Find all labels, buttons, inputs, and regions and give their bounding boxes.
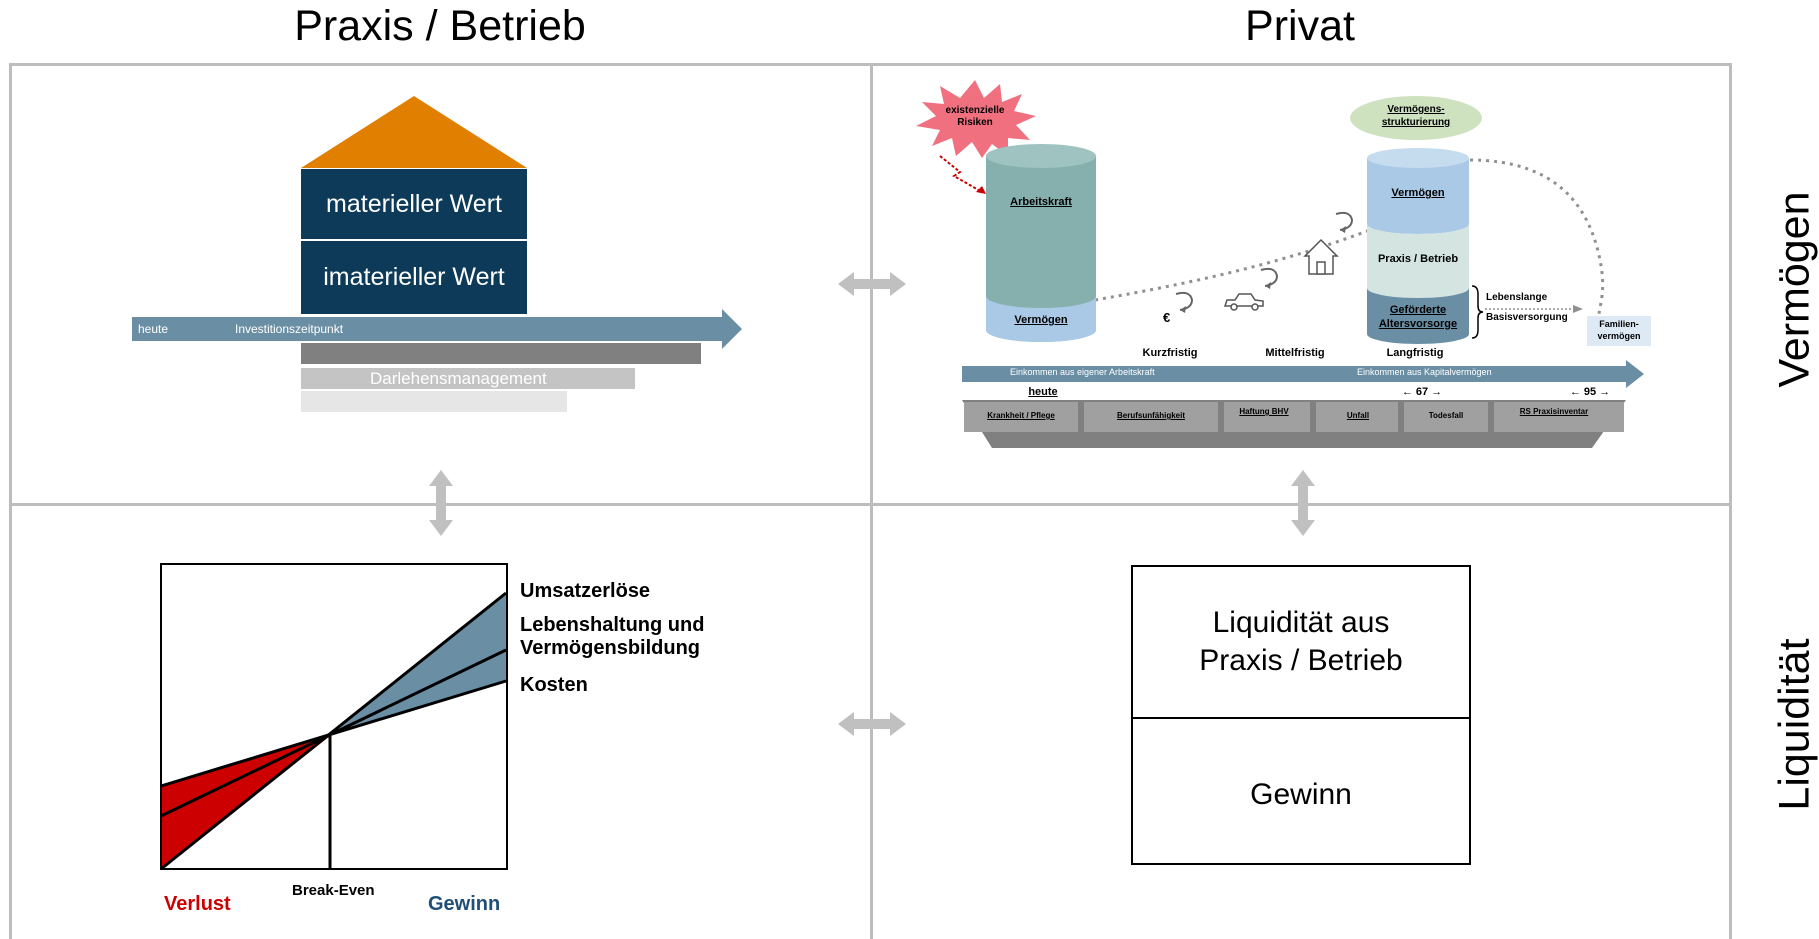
living-label-line2: Vermögensbildung — [520, 637, 701, 659]
structuring-ellipse — [1350, 96, 1482, 140]
family-assets-line1: Familien- — [1599, 319, 1639, 329]
risk-cell-accident — [1316, 402, 1398, 432]
column-title-practice: Praxis / Betrieb — [294, 2, 586, 50]
double-arrow-horizontal-bottom — [838, 712, 906, 736]
risk-cell-death — [1404, 402, 1488, 432]
home-cycle-icon — [1335, 211, 1354, 233]
structuring-label-line2: strukturierung — [1381, 117, 1451, 128]
risk-cell-inventory — [1494, 402, 1624, 432]
double-arrow-horizontal-top — [838, 272, 906, 296]
long-term-label: Langfristig — [1386, 347, 1444, 359]
risk-inventory-label: RS Praxisinventar — [1519, 407, 1589, 416]
car-cycle-icon — [1260, 267, 1279, 289]
breakeven-label: Break-Even — [292, 882, 375, 899]
right-assets-label: Vermögen — [1391, 187, 1445, 199]
timeline-start-label: heute — [138, 322, 169, 336]
mid-term-label: Mittelfristig — [1265, 347, 1325, 359]
pension-label-line2: Altersvorsorge — [1378, 318, 1458, 330]
chart-frame — [160, 563, 508, 870]
euro-symbol: € — [1163, 310, 1171, 325]
double-arrow-vertical-left — [429, 470, 453, 536]
loan-bar-3 — [301, 391, 567, 412]
house-roof — [301, 96, 527, 168]
income-timeline-arrow — [962, 360, 1644, 388]
risk-accident-label: Unfall — [1346, 411, 1370, 420]
risk-liability-label: Haftung BHV — [1239, 407, 1289, 416]
structuring-label-line1: Vermögens- — [1387, 104, 1445, 115]
risk-burst-icon — [916, 80, 1036, 158]
double-arrow-vertical-right — [1291, 470, 1315, 536]
today-label: heute — [1028, 386, 1058, 398]
liquidity-source-line2: Praxis / Betrieb — [1199, 644, 1403, 677]
column-title-private: Privat — [1245, 2, 1355, 50]
immaterial-value-block: imaterieller Wert — [301, 241, 527, 314]
risk-death-label: Todesfall — [1428, 411, 1464, 420]
left-assets-label: Vermögen — [1014, 314, 1068, 326]
material-value-block: materieller Wert — [301, 169, 527, 239]
grid-divider-vertical — [870, 63, 873, 939]
risk-arrow — [939, 155, 986, 194]
labor-cylinder — [986, 144, 1096, 342]
material-value-label: materieller Wert — [326, 189, 502, 218]
grid-frame-right — [1729, 63, 1732, 939]
loan-management-label: Darlehensmanagement — [370, 369, 547, 388]
home-icon — [1303, 238, 1339, 275]
costs-label: Kosten — [520, 674, 588, 696]
lifelong-arrow — [1485, 305, 1583, 313]
loss-label: Verlust — [164, 893, 231, 915]
car-icon — [1223, 293, 1264, 311]
immaterial-value-label: imaterieller Wert — [323, 263, 505, 291]
age-67-label: ← 67 → — [1401, 386, 1443, 398]
income-capital-label: Einkommen aus Kapitalvermögen — [1357, 367, 1492, 377]
liquidity-box-divider — [1133, 717, 1469, 719]
risk-burst-label: existenzielle Risiken — [945, 105, 1005, 128]
loan-bar-2 — [301, 368, 635, 389]
lifelong-label-line1: Lebenslange — [1486, 292, 1548, 303]
row-title-assets: Vermögen — [1770, 191, 1819, 388]
risk-cell-care — [964, 402, 1078, 432]
house-block-divider — [301, 239, 527, 241]
profit-label: Gewinn — [428, 893, 501, 915]
cost-line — [160, 679, 507, 788]
liquidity-box — [1131, 565, 1471, 865]
lifelong-bracket — [1471, 285, 1484, 339]
revenue-line — [160, 591, 507, 871]
risk-cell-disability — [1084, 402, 1218, 432]
pension-label-line1: Geförderte — [1389, 304, 1447, 316]
grid-frame-left — [9, 63, 12, 939]
loan-bar-1 — [301, 343, 701, 364]
profit-text: Gewinn — [1250, 778, 1352, 811]
risk-cell-liability — [1224, 402, 1310, 432]
lifelong-label-line2: Basisversorgung — [1486, 312, 1568, 323]
risk-disability-label: Berufsunfähigkeit — [1116, 411, 1185, 420]
age-95-label: ← 95 → — [1569, 386, 1611, 398]
breakeven-chart — [160, 563, 508, 871]
revenue-label: Umsatzerlöse — [520, 580, 651, 602]
income-labor-label: Einkommen aus eigener Arbeitskraft — [1010, 367, 1155, 377]
living-label-line1: Lebenshaltung und — [520, 614, 705, 636]
timeline-investment-label: Investitionszeitpunkt — [235, 322, 344, 336]
short-term-label: Kurzfristig — [1142, 347, 1198, 359]
euro-cycle-icon — [1175, 291, 1194, 313]
liquidity-source-line1: Liquidität aus — [1212, 606, 1390, 639]
family-assets-line2: vermögen — [1597, 331, 1641, 341]
family-assets-box — [1587, 316, 1651, 346]
investment-timeline-arrow — [132, 309, 742, 349]
risk-care-label: Krankheit / Pflege — [987, 411, 1055, 420]
pension-cylinder — [1367, 148, 1469, 344]
risk-row — [962, 402, 1626, 432]
practice-label: Praxis / Betrieb — [1377, 253, 1459, 265]
row-title-liquidity: Liquidität — [1770, 638, 1819, 811]
labor-label: Arbeitskraft — [1010, 196, 1072, 208]
grid-divider-horizontal — [9, 503, 1732, 506]
